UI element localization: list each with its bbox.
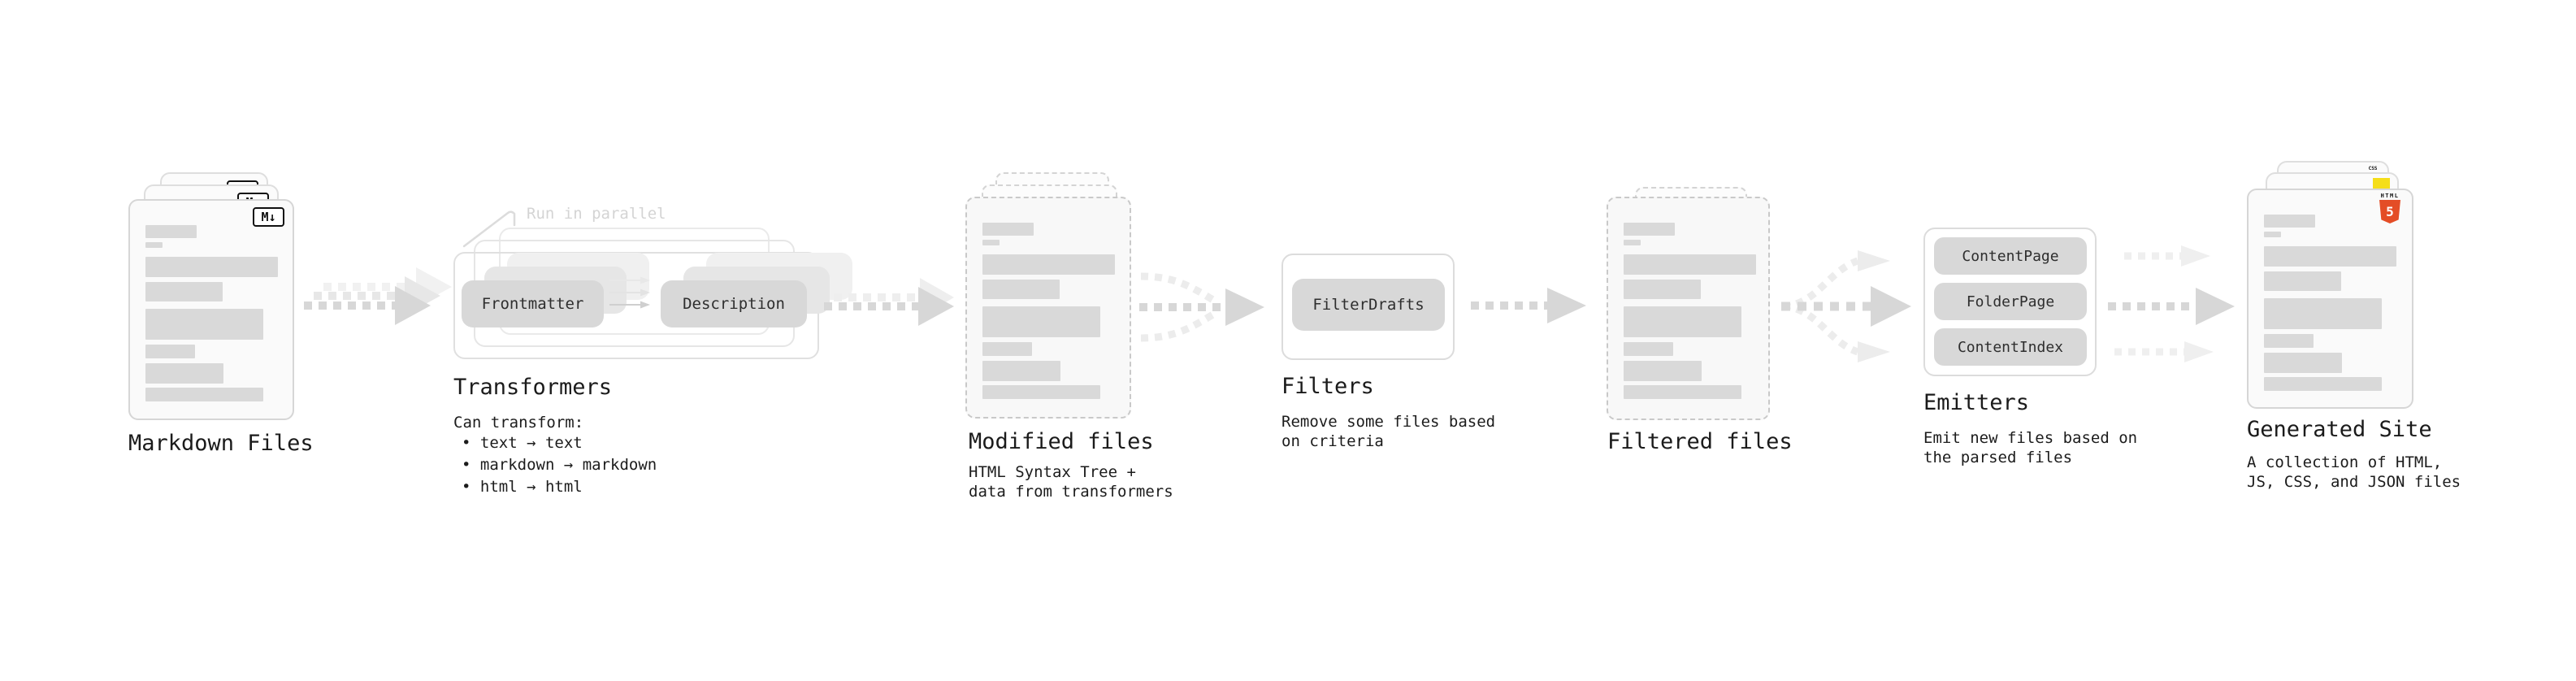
text-line-skeleton (1624, 240, 1641, 245)
description-line: Emit new files based on (1923, 429, 2138, 447)
stage-label-emitters: Emitters (1923, 390, 2030, 415)
text-line-skeleton (145, 345, 195, 358)
arrow-filters-to-filtered (1471, 288, 1586, 323)
arrows-emitters-to-generated (2108, 245, 2235, 362)
text-line-skeleton (982, 361, 1060, 381)
list-item: • markdown → markdown (462, 456, 657, 474)
contentpage-node: ContentPage (1934, 237, 2087, 275)
transformers-heading: Can transform: (453, 414, 584, 432)
text-line-skeleton (1624, 306, 1741, 337)
arrow-modified-to-filters-converging (1139, 272, 1264, 342)
folderpage-node-label: FolderPage (1966, 293, 2055, 310)
text-line-skeleton (1624, 280, 1701, 299)
html5-icon: HTML 5 (2378, 193, 2402, 223)
stage-label-filters: Filters (1281, 374, 1374, 399)
stage-label-filtered-files: Filtered files (1607, 429, 1793, 454)
text-line-skeleton (2264, 334, 2314, 348)
text-line-skeleton (145, 363, 223, 384)
description-node-label: Description (683, 295, 785, 313)
text-line-skeleton (145, 309, 263, 340)
folderpage-node: FolderPage (1934, 283, 2087, 320)
text-line-skeleton (982, 342, 1032, 356)
filtered-file-card (1607, 197, 1770, 420)
html5-icon-shield: 5 (2379, 200, 2400, 223)
text-line-skeleton (1624, 342, 1673, 356)
run-in-parallel-annotation: Run in parallel (527, 205, 666, 223)
description-line: A collection of HTML, (2247, 453, 2443, 471)
generated-html-file-card: HTML 5 (2247, 189, 2413, 409)
text-line-skeleton (2264, 246, 2396, 267)
text-line-skeleton (2264, 271, 2341, 291)
text-line-skeleton (1624, 254, 1756, 275)
text-line-skeleton (1624, 385, 1741, 399)
annotation-leader-line (462, 210, 516, 248)
text-line-skeleton (145, 388, 263, 401)
stage-label-markdown-files: Markdown Files (128, 431, 314, 456)
text-line-skeleton (2264, 215, 2315, 228)
markdown-icon-label: M↓ (261, 210, 276, 224)
text-line-skeleton (145, 257, 278, 277)
html5-icon-word: HTML (2380, 193, 2400, 199)
filterdrafts-node: FilterDrafts (1292, 279, 1445, 331)
emitters-description: Emit new files based on the parsed files (1923, 428, 2137, 467)
text-line-skeleton (2264, 377, 2382, 391)
filterdrafts-node-label: FilterDrafts (1312, 296, 1425, 314)
text-line-skeleton (2264, 232, 2281, 237)
description-line: data from transformers (969, 483, 1173, 501)
text-line-skeleton (1624, 361, 1702, 381)
arrow-filtered-to-emitters-diverging (1781, 250, 1911, 362)
css-icon-label: CSS (2368, 166, 2378, 171)
text-line-skeleton (2264, 298, 2382, 329)
description-line: HTML Syntax Tree + (969, 463, 1136, 481)
modified-file-card (965, 197, 1131, 419)
description-line: JS, CSS, and JSON files (2247, 473, 2461, 491)
arrow-transformers-to-modified (824, 278, 954, 326)
modified-files-description: HTML Syntax Tree + data from transformer… (969, 462, 1173, 501)
contentindex-node-label: ContentIndex (1957, 338, 2064, 356)
text-line-skeleton (982, 385, 1100, 399)
text-line-skeleton (145, 282, 223, 301)
stage-label-generated-site: Generated Site (2247, 417, 2432, 442)
contentpage-node-label: ContentPage (1962, 247, 2059, 265)
generated-site-description: A collection of HTML, JS, CSS, and JSON … (2247, 453, 2461, 492)
description-line: the parsed files (1923, 449, 2073, 466)
stage-label-transformers: Transformers (453, 375, 613, 400)
text-line-skeleton (145, 242, 163, 248)
stage-label-modified-files: Modified files (969, 429, 1154, 454)
js-icon (2373, 178, 2390, 189)
html5-icon-number: 5 (2386, 204, 2394, 219)
text-line-skeleton (982, 280, 1060, 299)
description-node: Description (661, 280, 807, 327)
transformers-capabilities-list: • text → text • markdown → markdown • ht… (453, 432, 657, 498)
text-line-skeleton (982, 306, 1100, 337)
text-line-skeleton (982, 254, 1115, 275)
markdown-icon: M↓ (253, 207, 284, 227)
text-line-skeleton (2264, 353, 2342, 373)
description-line: on criteria (1281, 432, 1384, 450)
arrow-markdown-to-transformers (304, 267, 452, 325)
parallel-transform-arrows (609, 276, 650, 309)
contentindex-node: ContentIndex (1934, 328, 2087, 366)
frontmatter-node: Frontmatter (462, 280, 604, 327)
text-line-skeleton (982, 240, 1000, 245)
text-line-skeleton (982, 223, 1034, 236)
filters-description: Remove some files based on criteria (1281, 412, 1495, 451)
list-item: • text → text (462, 434, 583, 452)
list-item: • html → html (462, 478, 583, 496)
text-line-skeleton (145, 225, 197, 238)
markdown-file-card: M↓ (128, 199, 294, 420)
text-line-skeleton (1624, 223, 1675, 236)
frontmatter-node-label: Frontmatter (481, 295, 584, 313)
description-line: Remove some files based (1281, 413, 1496, 431)
